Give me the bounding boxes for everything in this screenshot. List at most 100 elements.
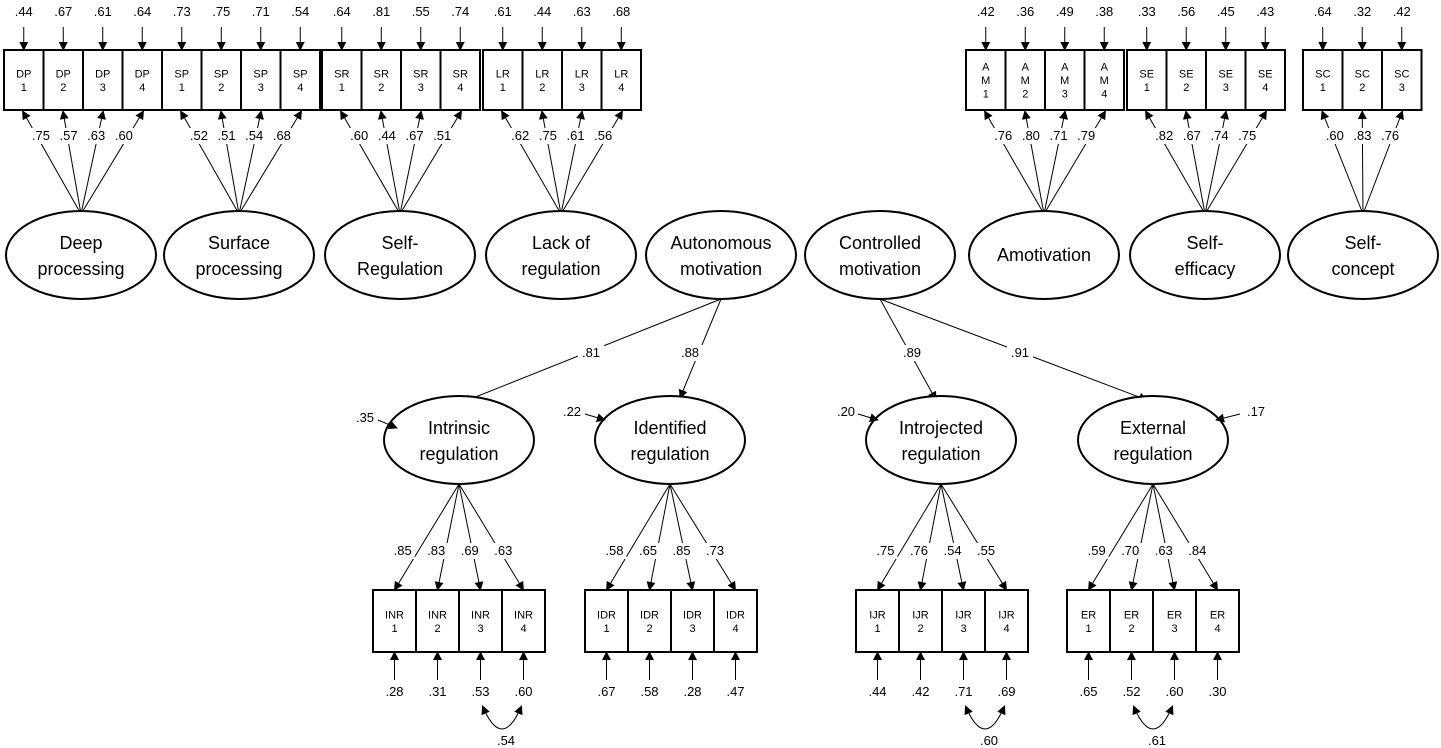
extr-error-covariance-value: .61 bbox=[1148, 733, 1166, 748]
extr-indicator-2-loading-label-bg bbox=[1118, 543, 1143, 559]
surface-indicator-1-box bbox=[161, 49, 203, 111]
selfcon-indicator-3-box bbox=[1381, 49, 1423, 111]
introj-indicator-2-text-1: IJR bbox=[912, 609, 929, 621]
selfcon-indicator-3-loading-value: .76 bbox=[1381, 128, 1399, 143]
auto-factor-label-line2: motivation bbox=[680, 259, 762, 279]
deep-indicator-1-error-value: .44 bbox=[15, 4, 33, 19]
lack-indicator-1-loading-label-bg bbox=[508, 128, 533, 144]
amot-factor-label: Amotivation bbox=[997, 245, 1091, 265]
auto-factor bbox=[645, 210, 797, 300]
surface-indicator-4-loading-value: .68 bbox=[273, 128, 291, 143]
lack-indicator-2-loading-path bbox=[538, 110, 562, 215]
ident-indicator-1-text-2: 1 bbox=[603, 623, 609, 635]
extr-indicator-4-loading-label-bg bbox=[1185, 543, 1210, 559]
extr-indicator-3-loading-path bbox=[1152, 483, 1178, 591]
surface-indicator-4-text-1: SP bbox=[293, 68, 308, 80]
surface-indicator-3-loading-value: .54 bbox=[245, 128, 263, 143]
ident-indicator-3-loading-label-bg bbox=[669, 543, 694, 559]
surface-indicator-2-text-2: 2 bbox=[218, 82, 224, 94]
lack-indicator-3-box bbox=[561, 49, 603, 111]
structural-path-4-value: .91 bbox=[1011, 345, 1029, 360]
selfreg-factor-label-line1: Self- bbox=[381, 233, 418, 253]
extr-indicator-2-text-2: 2 bbox=[1128, 623, 1134, 635]
deep-indicator-2-error-value: .67 bbox=[54, 4, 72, 19]
extr-factor-label-line2: regulation bbox=[1113, 444, 1192, 464]
deep-indicator-4-box bbox=[121, 49, 163, 111]
surface-indicator-3-loading-path bbox=[238, 110, 264, 215]
selfeff-indicator-2-error-value: .56 bbox=[1177, 4, 1195, 19]
ident-indicator-4-box bbox=[713, 589, 758, 653]
lack-indicator-1-text-2: 1 bbox=[500, 82, 506, 94]
introj-indicator-1-text-2: 1 bbox=[874, 623, 880, 635]
selfreg-indicator-2-text-1: SR bbox=[374, 68, 389, 80]
introj-indicator-4-loading-label-bg bbox=[974, 543, 999, 559]
selfreg-indicator-1-error-value: .64 bbox=[333, 4, 351, 19]
intr-indicator-3-loading-value: .69 bbox=[461, 543, 479, 558]
intr-indicator-4-loading-label-bg bbox=[491, 543, 516, 559]
selfreg-factor-label-line2: Regulation bbox=[357, 259, 443, 279]
ident-indicator-4-loading-label-bg bbox=[703, 543, 728, 559]
selfcon-factor-label-line2: concept bbox=[1331, 259, 1394, 279]
deep-factor-label-line1: Deep bbox=[59, 233, 102, 253]
selfreg-indicator-4-text-1: SR bbox=[453, 68, 468, 80]
ident-indicator-1-loading-label-bg bbox=[602, 543, 627, 559]
selfreg-indicator-3-text-2: 3 bbox=[418, 82, 424, 94]
lack-indicator-4-box bbox=[600, 49, 642, 111]
selfeff-factor bbox=[1129, 210, 1281, 300]
ident-indicator-1-loading-path bbox=[606, 483, 671, 591]
intr-indicator-3-loading-label-bg bbox=[457, 543, 482, 559]
intr-indicator-2-loading-value: .83 bbox=[427, 543, 445, 558]
selfreg-indicator-2-loading-label-bg bbox=[374, 128, 399, 144]
amot-indicator-4-error-value: .38 bbox=[1095, 4, 1113, 19]
surface-indicator-2-text-1: SP bbox=[214, 68, 229, 80]
amot-indicator-2-text-2: M bbox=[1021, 75, 1030, 87]
selfcon-indicator-2-error-value: .32 bbox=[1353, 4, 1371, 19]
amot-indicator-4-text-3: 4 bbox=[1101, 89, 1107, 101]
deep-indicator-4-error-value: .64 bbox=[133, 4, 151, 19]
selfreg-indicator-1-loading-label-bg bbox=[347, 128, 372, 144]
extr-indicator-4-loading-path bbox=[1152, 483, 1218, 591]
intr-indicator-1-text-1: INR bbox=[385, 609, 404, 621]
extr-indicator-4-error-value: .30 bbox=[1208, 684, 1226, 699]
introj-indicator-4-loading-value: .55 bbox=[977, 543, 995, 558]
ident-indicator-4-error-value: .47 bbox=[726, 684, 744, 699]
selfreg-indicator-3-error-value: .55 bbox=[412, 4, 430, 19]
amot-indicator-3-error-value: .49 bbox=[1056, 4, 1074, 19]
surface-indicator-1-text-2: 1 bbox=[179, 82, 185, 94]
amot-indicator-3-text-1: A bbox=[1061, 62, 1069, 74]
deep-indicator-3-error-value: .61 bbox=[94, 4, 112, 19]
amot-indicator-2-loading-label-bg bbox=[1018, 128, 1043, 144]
introj-indicator-3-box bbox=[941, 589, 986, 653]
introj-indicator-4-text-1: IJR bbox=[998, 609, 1015, 621]
lack-indicator-3-text-1: LR bbox=[575, 68, 589, 80]
selfcon-indicator-1-loading-label-bg bbox=[1322, 128, 1347, 144]
amot-indicator-2-text-3: 2 bbox=[1022, 89, 1028, 101]
extr-indicator-1-loading-value: .59 bbox=[1088, 543, 1106, 558]
amot-indicator-3-loading-path bbox=[1043, 110, 1068, 215]
structural-path-2-value: .88 bbox=[681, 345, 699, 360]
ident-indicator-3-box bbox=[670, 589, 715, 653]
introj-indicator-3-text-2: 3 bbox=[960, 623, 966, 635]
selfcon-indicator-1-error-value: .64 bbox=[1314, 4, 1332, 19]
selfeff-indicator-3-text-1: SE bbox=[1218, 68, 1233, 80]
structural-path-4-label-bg bbox=[1007, 345, 1033, 361]
selfeff-indicator-3-loading-path bbox=[1204, 110, 1229, 215]
extr-indicator-1-text-2: 1 bbox=[1085, 623, 1091, 635]
surface-indicator-4-loading-path bbox=[238, 110, 302, 215]
surface-indicator-4-text-2: 4 bbox=[297, 82, 303, 94]
deep-indicator-3-text-2: 3 bbox=[100, 82, 106, 94]
extr-indicator-3-loading-value: .63 bbox=[1155, 543, 1173, 558]
extr-indicator-4-loading-value: .84 bbox=[1188, 543, 1206, 558]
deep-indicator-4-loading-label-bg bbox=[111, 128, 136, 144]
extr-indicator-4-text-2: 4 bbox=[1214, 623, 1220, 635]
surface-factor-label-line1: Surface bbox=[208, 233, 270, 253]
surface-indicator-4-error-value: .54 bbox=[291, 4, 309, 19]
deep-factor bbox=[5, 210, 157, 300]
surface-indicator-1-text-1: SP bbox=[174, 68, 189, 80]
intr-indicator-2-loading-path bbox=[434, 483, 460, 591]
introj-indicator-3-error-value: .71 bbox=[954, 684, 972, 699]
intr-disturbance-arrow bbox=[377, 419, 398, 430]
extr-indicator-2-loading-path bbox=[1128, 483, 1154, 591]
deep-indicator-1-box bbox=[3, 49, 45, 111]
